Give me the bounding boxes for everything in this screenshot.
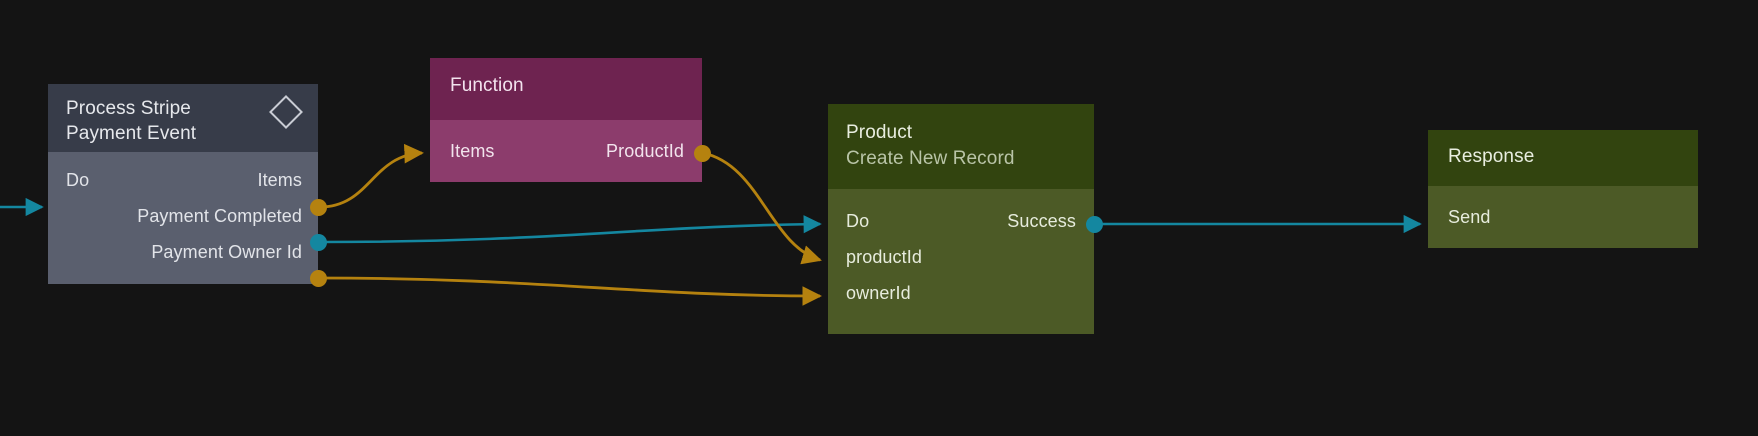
port-row-productid[interactable]: productId [846, 239, 1076, 275]
edge-trigger-paymentcompleted-to-product-do [319, 215, 822, 244]
edge-trigger-items-to-function-items [319, 143, 424, 209]
node-process-stripe-payment-event[interactable]: Process Stripe Payment Event Do Items Pa… [48, 84, 318, 284]
port-row-do[interactable]: Do Success [846, 203, 1076, 239]
port-label-payment-owner-id: Payment Owner Id [151, 242, 302, 262]
node-title: Process Stripe Payment Event [66, 98, 197, 144]
node-header[interactable]: Response [1428, 130, 1698, 186]
node-title: Response [1448, 146, 1535, 167]
port-label-productid: productId [846, 247, 922, 267]
port-row-payment-owner-id[interactable]: Payment Owner Id [66, 234, 302, 270]
port-label-productid: ProductId [606, 141, 684, 161]
node-subtitle: Create New Record [846, 148, 1015, 169]
node-body: Items ProductId [430, 120, 702, 182]
port-row-ownerid[interactable]: ownerId [846, 275, 1076, 311]
port-label-ownerid: ownerId [846, 283, 911, 303]
port-dot-trigger-payment-owner-id[interactable] [310, 270, 327, 287]
port-dot-trigger-items[interactable] [310, 199, 327, 216]
port-label-items: Items [257, 170, 302, 190]
node-body: Send [1428, 186, 1698, 248]
node-function[interactable]: Function Items ProductId [430, 58, 702, 182]
node-body: Do Success productId ownerId [828, 189, 1094, 334]
port-label-do: Do [66, 170, 90, 190]
node-title: Function [450, 75, 524, 96]
port-row-do[interactable]: Do Items [66, 162, 302, 198]
node-response[interactable]: Response Send [1428, 130, 1698, 248]
node-header[interactable]: Function [430, 58, 702, 120]
port-label-send: Send [1448, 207, 1491, 227]
diamond-icon [269, 95, 303, 129]
node-header[interactable]: Product Create New Record [828, 104, 1094, 189]
port-label-success: Success [1007, 211, 1076, 231]
edge-trigger-paymentownerid-to-product-ownerid [319, 276, 822, 306]
port-row-payment-completed[interactable]: Payment Completed [66, 198, 302, 234]
port-dot-function-productid[interactable] [694, 145, 711, 162]
node-body: Do Items Payment Completed Payment Owner… [48, 152, 318, 284]
port-dot-trigger-payment-completed[interactable] [310, 234, 327, 251]
node-header[interactable]: Process Stripe Payment Event [48, 84, 318, 152]
port-label-do: Do [846, 211, 870, 231]
port-label-items: Items [450, 141, 495, 161]
node-product-create-new-record[interactable]: Product Create New Record Do Success pro… [828, 104, 1094, 334]
port-label-payment-completed: Payment Completed [137, 206, 302, 226]
port-dot-product-success[interactable] [1086, 216, 1103, 233]
node-title: Product [846, 122, 913, 143]
edge-function-productid-to-product-productid [702, 151, 822, 265]
